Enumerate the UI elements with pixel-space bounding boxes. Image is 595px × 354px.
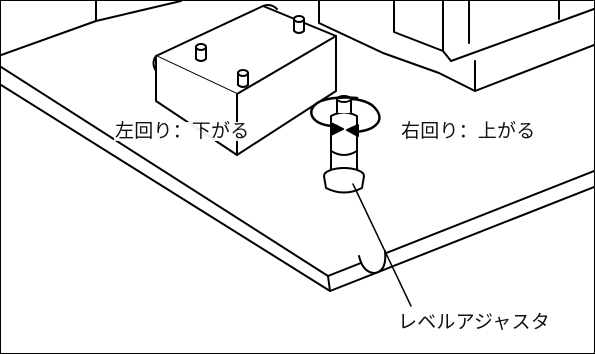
label-rotate-right-raise: 右回り：上がる xyxy=(400,120,537,142)
rear-bracket xyxy=(1,1,182,56)
label-leveling-adjuster: レベルアジャスタ xyxy=(398,311,550,333)
label-rotate-left-lower: 左回り：下がる xyxy=(114,120,251,142)
housing-box xyxy=(318,1,594,92)
foot-bottom xyxy=(358,250,387,274)
leader-line xyxy=(352,183,412,307)
terminal-pin xyxy=(237,69,249,88)
terminal-pin xyxy=(293,15,305,34)
terminal-pin xyxy=(195,43,207,62)
rotation-arrow-icon xyxy=(310,96,381,137)
base-plate xyxy=(1,66,594,292)
leveling-adjuster xyxy=(323,95,365,194)
connector-block xyxy=(152,4,337,156)
